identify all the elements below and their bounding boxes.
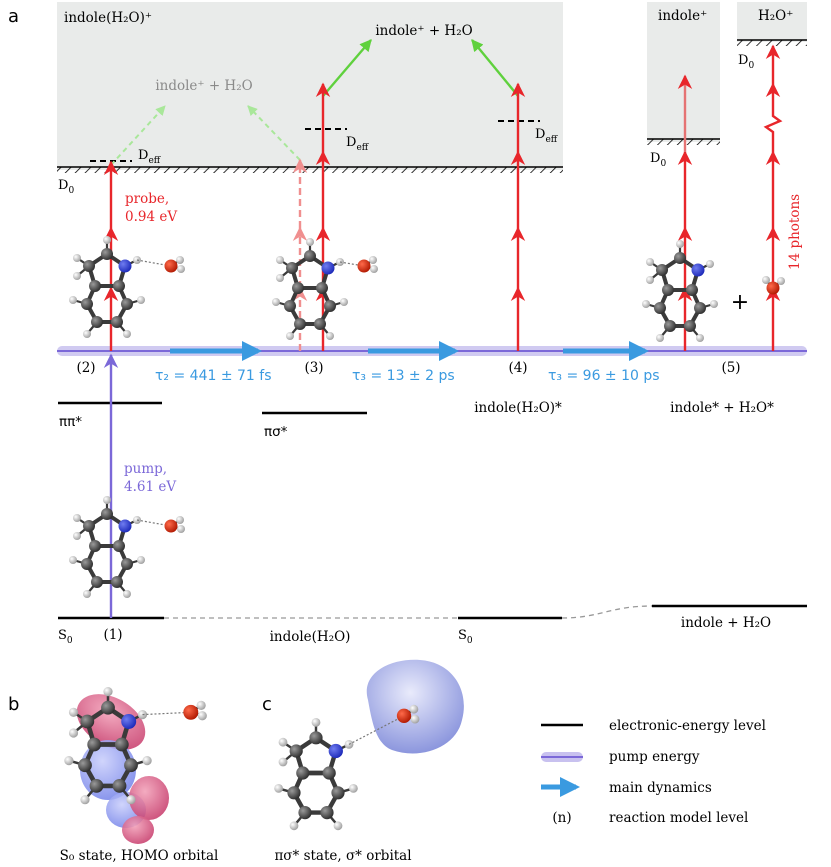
legend-label-model: reaction model level	[609, 810, 748, 826]
indole-water-molecule-homo	[64, 687, 207, 805]
panel-label-b: b	[8, 694, 19, 715]
s0-label-complex: S0	[58, 628, 73, 646]
model-level-4: (4)	[508, 360, 527, 376]
tau2-label: τ₂ = 441 ± 71 fs	[155, 368, 272, 384]
s0-label-dissociation: S0	[458, 628, 473, 646]
pipi-label: ππ*	[59, 414, 82, 430]
d0-threshold-water	[737, 40, 807, 46]
deff-label-4: Deff	[535, 127, 558, 145]
dissociation-connector	[561, 605, 653, 619]
model-level-5: (5)	[721, 360, 740, 376]
d0-threshold-indole	[647, 139, 720, 145]
indole-molecule-5	[642, 240, 718, 342]
water-ion-label: H₂O⁺	[758, 8, 793, 24]
model-level-1: (1)	[103, 627, 122, 643]
dissociated-excited-label: indole* + H₂O*	[670, 400, 774, 416]
pump-energy: 4.61 eV	[124, 479, 176, 495]
indole-ion-label: indole⁺	[658, 8, 707, 24]
panel-label-a: a	[8, 6, 19, 27]
legend-label-dynamics: main dynamics	[609, 780, 712, 796]
water-molecule-5	[762, 276, 785, 295]
plus-sign: +	[731, 290, 749, 315]
ground-complex-label: indole(H₂O)	[270, 629, 351, 645]
deff-label-3: Deff	[346, 135, 369, 153]
panel-label-c: c	[262, 694, 272, 715]
pisigma-label: πσ*	[264, 424, 288, 440]
pump-label: pump,	[124, 461, 167, 477]
d0-label-complex: D0	[58, 178, 74, 196]
legend: electronic-energy level pump energy main…	[541, 718, 766, 826]
model-level-3: (3)	[304, 360, 323, 376]
complex-excited-label: indole(H₂O)*	[474, 400, 562, 416]
indole-ion-region	[647, 2, 720, 142]
indole-water-molecule-3	[272, 238, 378, 340]
indole-water-molecule-sigma	[274, 704, 420, 831]
indole-water-molecule-1	[69, 496, 185, 598]
product-arrow-faded-2	[110, 105, 166, 166]
model-level-2: (2)	[76, 360, 95, 376]
complex-ion-region	[57, 2, 563, 170]
caption-b: S₀ state, HOMO orbital	[60, 848, 219, 864]
tau3-label: τ₃ = 13 ± 2 ps	[352, 368, 455, 384]
legend-label-pump: pump energy	[609, 749, 700, 765]
d0-label-water: D0	[738, 53, 754, 71]
product-label-top: indole⁺ + H₂O	[375, 23, 472, 39]
product-arrow-4	[471, 39, 519, 97]
product-arrow-faded-3	[247, 105, 301, 161]
probe-energy: 0.94 eV	[125, 209, 177, 225]
product-label-faded: indole⁺ + H₂O	[155, 78, 252, 94]
indole-water-molecule-2	[69, 236, 185, 338]
water-ion-region	[737, 2, 807, 42]
tau3b-label: τ₃ = 96 ± 10 ps	[548, 368, 660, 384]
photons-label: 14 photons	[787, 194, 803, 270]
d0-label-indole: D0	[650, 151, 666, 169]
d0-threshold-complex	[57, 167, 563, 173]
product-arrow-3	[322, 39, 372, 97]
complex-ion-label: indole(H₂O)⁺	[64, 10, 152, 26]
legend-swatch-model: (n)	[552, 810, 571, 826]
caption-c: πσ* state, σ* orbital	[274, 848, 411, 864]
deff-label-2: Deff	[138, 148, 161, 166]
ground-dissociated-label: indole + H₂O	[681, 615, 771, 631]
probe-arrows-water	[763, 44, 783, 351]
probe-label: probe,	[125, 191, 169, 207]
legend-label-electronic: electronic-energy level	[609, 718, 766, 734]
